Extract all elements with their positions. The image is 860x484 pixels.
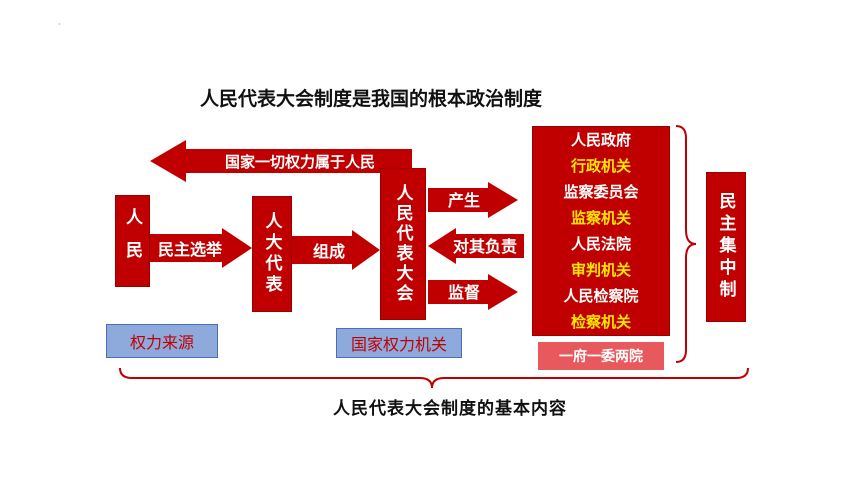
organ-name: 人民检察院	[563, 287, 639, 305]
organ-name: 人民法院	[570, 235, 631, 253]
organ-role: 检察机关	[570, 313, 631, 331]
organ-name: 监察委员会	[563, 183, 639, 201]
right-brace	[675, 125, 697, 363]
state-power-organ-label: 国家权力机关	[336, 328, 462, 358]
organ-role: 行政机关	[570, 157, 631, 175]
organs-caption: 一府一委两院	[538, 342, 664, 370]
power-arrow-left	[150, 140, 412, 182]
diagram-title: 人民代表大会制度是我国的根本政治制度	[200, 88, 543, 110]
deputies-box: 人大代表	[252, 196, 292, 312]
organ-name: 人民政府	[570, 131, 631, 149]
supervise-label: 监督	[447, 283, 480, 302]
election-label: 民主选举	[157, 240, 222, 259]
power-arrow-label: 国家一切权力属于人民	[224, 152, 375, 171]
produce-arrow	[428, 182, 518, 218]
election-arrow	[150, 228, 252, 268]
power-source-label: 权力来源	[106, 324, 218, 358]
compose-arrow	[292, 230, 380, 270]
compose-label: 组成	[312, 242, 345, 261]
supervise-arrow	[428, 274, 518, 310]
responsible-arrow	[428, 228, 524, 264]
principle-box: 民主集中制	[706, 172, 746, 322]
produce-label: 产生	[447, 191, 480, 210]
state-organs-panel: 人民政府 行政机关 监察委员会 监察机关 人民法院 审判机关 人民检察院 检察机…	[532, 126, 670, 336]
basic-content-label: 人民代表大会制度的基本内容	[333, 399, 567, 419]
organ-role: 监察机关	[570, 209, 631, 227]
responsible-label: 对其负责	[452, 237, 517, 256]
npc-box: 人民代表大会	[380, 168, 426, 320]
bottom-brace	[119, 367, 749, 389]
organ-role: 审判机关	[570, 261, 631, 279]
decor-dot: ·	[58, 20, 61, 29]
people-box: 人民	[115, 195, 150, 287]
